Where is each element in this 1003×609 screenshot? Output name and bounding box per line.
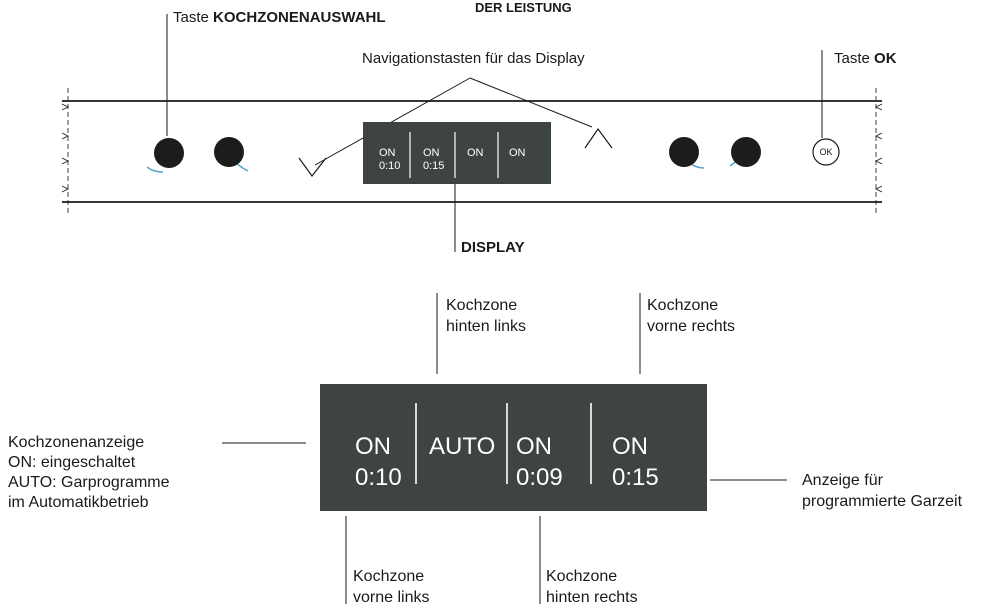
small-display-cell: ON 0:15 <box>423 147 445 172</box>
big-display: ON 0:10 AUTO ON 0:09 ON 0:15 <box>320 384 707 511</box>
small-display: ON 0:10 ON 0:15 ON ON <box>363 122 551 184</box>
big-display-dividers <box>415 403 592 484</box>
label-display: DISPLAY <box>461 238 525 258</box>
label-anzeige-garzeit: Anzeige für programmierte Garzeit <box>802 472 963 510</box>
control-strip <box>61 88 883 215</box>
knob-3[interactable] <box>669 137 705 169</box>
break-mark <box>875 103 883 193</box>
small-display-cell: ON <box>509 147 526 159</box>
label-der-leistung: DER LEISTUNG <box>475 0 572 16</box>
ok-button-label[interactable]: OK <box>819 147 833 157</box>
label-kochzone-hinten-rechts: Kochzone hinten rechts <box>546 568 638 606</box>
leader-nav-down <box>314 77 471 166</box>
label-display-bold: DISPLAY <box>461 239 525 256</box>
chevron-down-icon[interactable] <box>298 157 327 178</box>
label-kochzonenanzeige: Kochzonenanzeige ON: eingeschaltet AUTO:… <box>8 434 170 511</box>
knob-4[interactable] <box>729 137 761 167</box>
knob-2[interactable] <box>214 137 249 172</box>
label-kochzonenauswahl-bold: KOCHZONENAUSWAHL <box>213 9 386 26</box>
small-display-cell: ON 0:10 <box>379 147 401 172</box>
big-display-cell: ON 0:10 <box>355 433 402 491</box>
label-ok-bold: OK <box>874 50 897 67</box>
leader-nav-up <box>469 77 593 128</box>
big-display-cell: ON 0:09 <box>516 433 563 491</box>
chevron-up-icon[interactable] <box>584 127 613 149</box>
small-display-dividers <box>409 132 499 178</box>
label-kochzone-vorne-rechts: Kochzone vorne rechts <box>647 297 736 335</box>
break-mark <box>61 103 69 193</box>
leader-lines <box>166 14 823 604</box>
knob-1[interactable] <box>146 138 184 173</box>
small-display-cell: ON <box>467 147 484 159</box>
label-taste-ok: Taste OK <box>834 49 897 69</box>
label-der-leistung-bold: DER LEISTUNG <box>475 0 572 15</box>
ok-button[interactable] <box>812 138 840 166</box>
big-display-cell: AUTO <box>429 433 496 460</box>
big-display-cell: ON 0:15 <box>612 433 659 491</box>
label-ok-prefix: Taste <box>834 50 870 67</box>
label-taste-prefix: Taste <box>173 9 209 26</box>
label-kochzone-hinten-links: Kochzone hinten links <box>446 297 527 335</box>
label-kochzone-vorne-links: Kochzone vorne links <box>353 568 430 606</box>
label-kochzonenauswahl: Taste KOCHZONENAUSWAHL <box>173 8 386 28</box>
label-navigationstasten: Navigationstasten für das Display <box>362 50 585 67</box>
